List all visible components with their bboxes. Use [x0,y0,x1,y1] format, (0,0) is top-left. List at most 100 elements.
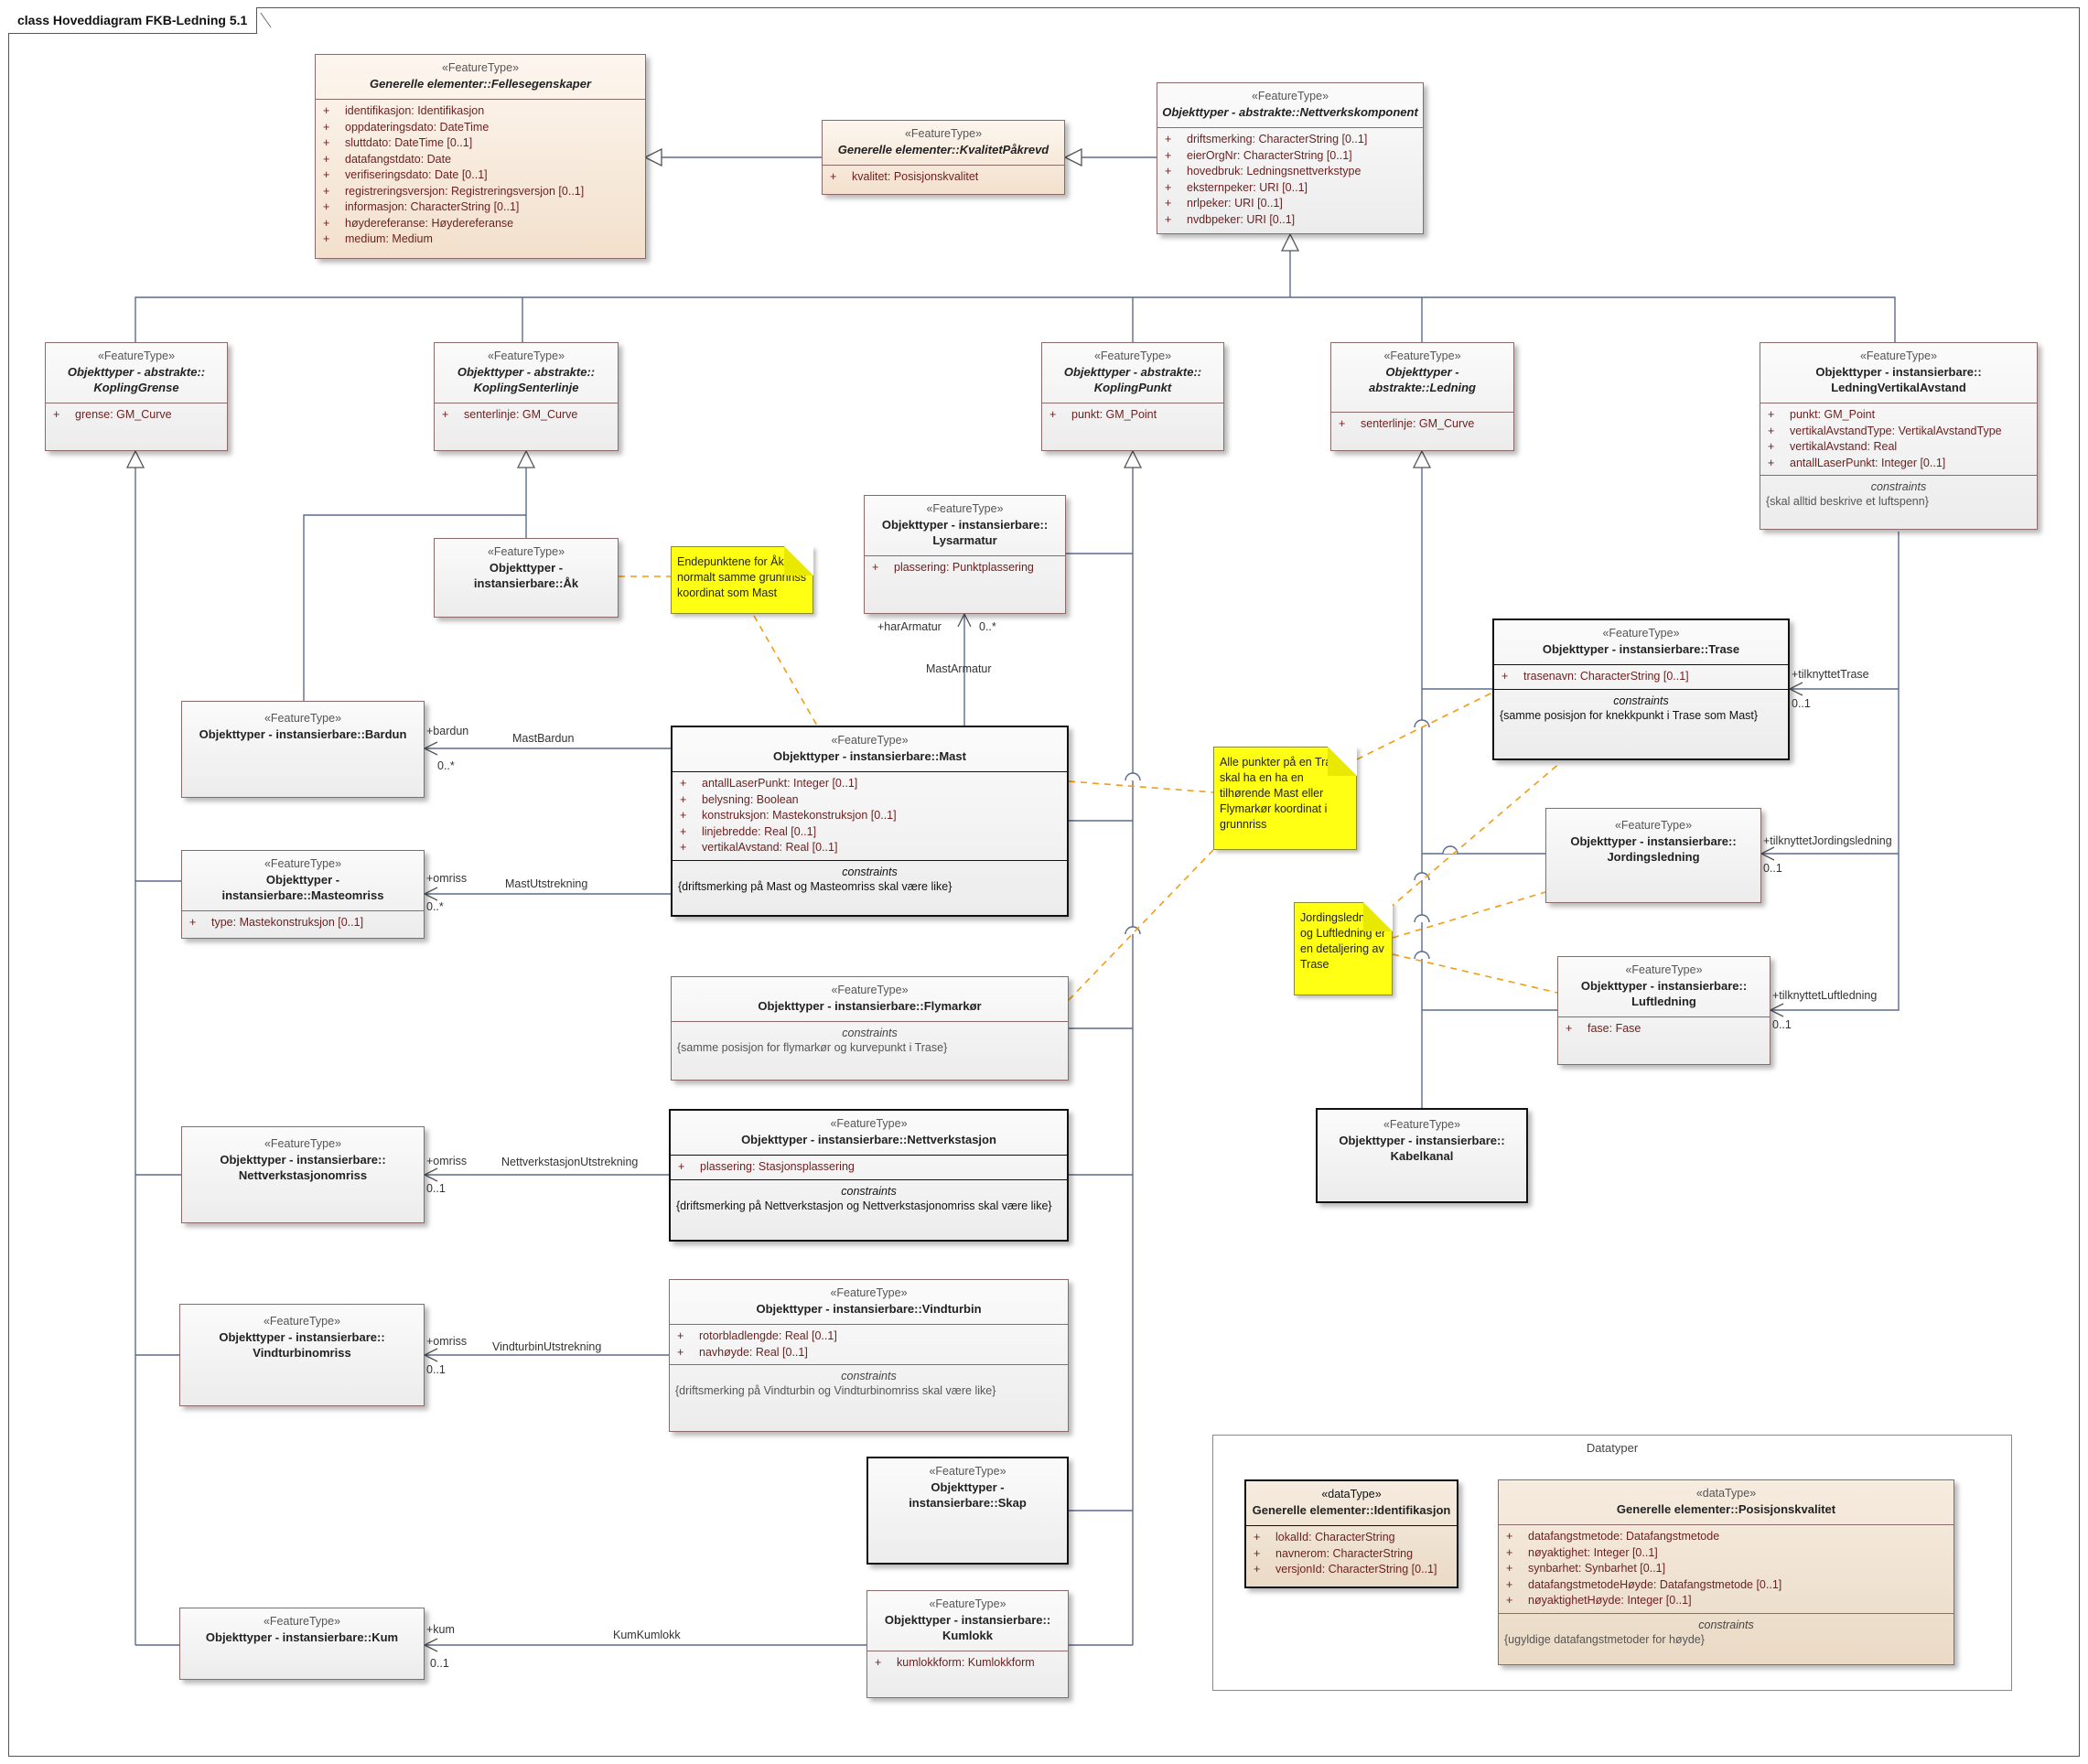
class-name: Objekttyper - abstrakte::Nettverkskompon… [1162,105,1418,119]
constraint: {driftsmerking på Nettverkstasjon og Net… [676,1199,1052,1212]
class-nettverkskomponent[interactable]: «FeatureType»Objekttyper - abstrakte::Ne… [1157,82,1424,234]
note-line: Flymarkør koordinat i [1220,802,1328,815]
note-ak[interactable]: Endepunktene for Åk har normalt samme gr… [671,546,813,614]
class-fellesegenskaper[interactable]: «FeatureType»Generelle elementer::Felles… [315,54,646,259]
class-name: Generelle elementer::Posisjonskvalitet [1616,1502,1836,1516]
class-name: Objekttyper - instansierbare::Flymarkør [758,999,982,1013]
attribute: +versjonId: CharacterString [0..1] [1254,1563,1437,1576]
attribute: +vertikalAvstandType: VertikalAvstandTyp… [1768,424,2002,437]
class-ledning[interactable]: «FeatureType»Objekttyper - abstrakte::Le… [1330,342,1514,451]
mult-harArmatur: 0..* [979,620,996,633]
note-trase[interactable]: Alle punkter på en Trase skal ha en ha e… [1213,747,1357,850]
package-title: Datatyper [1586,1441,1639,1455]
constraints-title: constraints [842,865,898,878]
class-name: Luftledning [1631,995,1696,1008]
attribute: +linjebredde: Real [0..1] [680,824,817,838]
class-luftledning[interactable]: «FeatureType»Objekttyper - instansierbar… [1557,956,1770,1065]
class-skap[interactable]: «FeatureType»Objekttyper - instansierbar… [866,1457,1069,1565]
role-bardun: +bardun [426,725,469,737]
assoc-name-mastarmatur: MastArmatur [926,662,992,675]
class-masteomriss[interactable]: «FeatureType»Objekttyper - instansierbar… [181,850,425,939]
class-vindturbinomriss[interactable]: «FeatureType»Objekttyper - instansierbar… [179,1304,425,1406]
constraints-title: constraints [841,1370,897,1382]
attribute: +type: Mastekonstruksjon [0..1] [189,916,364,929]
class-name: Jordingsledning [1607,850,1700,864]
class-trase[interactable]: «FeatureType»Objekttyper - instansierbar… [1492,618,1790,760]
class-name: KoplingSenterlinje [473,381,579,394]
class-kvalitetpakrevd[interactable]: «FeatureType»Generelle elementer::Kvalit… [822,120,1065,195]
mult-omriss-vindturbin: 0..1 [426,1363,446,1376]
note-jording[interactable]: Jordingsledning og Luftledning er en det… [1294,902,1393,995]
class-name: Generelle elementer::Identifikasjon [1252,1503,1451,1517]
attribute: +navnerom: CharacterString [1254,1546,1414,1560]
class-kumlokk[interactable]: «FeatureType»Objekttyper - instansierbar… [866,1590,1069,1698]
note-line: skal ha en ha en [1220,771,1304,784]
gen-bardun [303,514,526,701]
class-vindturbin[interactable]: «FeatureType»Objekttyper - instansierbar… [669,1279,1069,1432]
attribute: +senterlinje: GM_Curve [442,408,578,421]
mult-tilknyttetLuftledning: 0..1 [1772,1018,1792,1031]
assoc-name-mastutstrekning: MastUtstrekning [505,877,588,890]
class-kum[interactable]: «FeatureType»Objekttyper - instansierbar… [179,1608,425,1680]
diagram-frame [8,7,2080,1757]
attribute: +synbarhet: Synbarhet [0..1] [1506,1562,1666,1575]
class-ak[interactable]: «FeatureType»Objekttyper - instansierbar… [434,538,619,618]
note-line: koordinat som Mast [677,586,778,599]
class-name: Objekttyper - abstrakte:: [67,365,206,379]
class-name: KoplingPunkt [1093,381,1172,394]
mult-omriss-nettverkstasjon: 0..1 [426,1182,446,1195]
stereotype: «FeatureType» [1859,350,1938,362]
attribute: +antallLaserPunkt: Integer [0..1] [1768,456,1946,469]
note-link-flymarkor-trasenote [1068,849,1214,1001]
class-koplingsenterlinje[interactable]: «FeatureType»Objekttyper - abstrakte::Ko… [434,342,619,451]
class-bardun[interactable]: «FeatureType»Objekttyper - instansierbar… [181,701,425,798]
class-mast[interactable]: «FeatureType»Objekttyper - instansierbar… [671,726,1069,917]
class-name: Objekttyper - instansierbare::Skap [909,1480,1027,1510]
class-lysarmatur[interactable]: «FeatureType»Objekttyper - instansierbar… [864,495,1066,614]
mult-tilknyttetJordingsledning: 0..1 [1763,862,1782,875]
attribute: +antallLaserPunkt: Integer [0..1] [680,777,858,790]
constraints-title: constraints [841,1184,897,1198]
class-koplinggrense[interactable]: «FeatureType»Objekttyper - abstrakte::Ko… [45,342,228,451]
jump-4 [1414,872,1430,881]
attribute: +punkt: GM_Point [1049,408,1157,421]
constraint: {ugyldige datafangstmetoder for høyde} [1504,1632,1705,1646]
note-link-mast-trasenote [1068,780,1214,793]
class-posisjonskvalitet[interactable]: «dataType»Generelle elementer::Posisjons… [1498,1479,1954,1665]
class-name: Objekttyper - abstrakte:: [457,365,596,379]
mult-bardun: 0..* [437,759,455,772]
note-line: Alle punkter på en Trase [1220,756,1344,769]
class-name: Objekttyper - abstrakte:: [1063,365,1202,379]
class-flymarkor[interactable]: «FeatureType»Objekttyper - instansierbar… [671,976,1069,1081]
attribute: +nvdbpeker: URI [0..1] [1165,212,1296,226]
constraint: {driftsmerking på Vindturbin og Vindturb… [675,1384,996,1397]
attribute: +hovedbruk: Ledningsnettverkstype [1165,165,1362,177]
attribute: +registreringsversjon: Registreringsvers… [323,184,585,198]
stereotype: «FeatureType» [1093,350,1172,362]
class-name: Objekttyper - instansierbare:: [884,1613,1051,1627]
class-koplingpunkt[interactable]: «FeatureType»Objekttyper - abstrakte::Ko… [1041,342,1224,451]
class-name: Objekttyper - instansierbare::Bardun [199,727,407,741]
class-identifikasjon[interactable]: «dataType»Generelle elementer::Identifik… [1244,1479,1458,1588]
class-name: Generelle elementer::Fellesegenskaper [369,77,592,91]
class-name: KoplingGrense [93,381,179,394]
jump-1 [1125,772,1141,781]
stereotype: «FeatureType» [1614,819,1693,832]
class-nettverkstasjon[interactable]: «FeatureType»Objekttyper - instansierbar… [669,1109,1069,1242]
attribute: +datafangstmetode: Datafangstmetode [1506,1530,1720,1543]
stereotype: «FeatureType» [1383,350,1461,362]
note-link-trasenote-trase [1356,692,1493,760]
constraint: {driftsmerking på Mast og Masteomriss sk… [678,879,953,893]
role-omriss-vindturbin: +omriss [426,1335,468,1348]
class-nettverkstasjonomriss[interactable]: «FeatureType»Objekttyper - instansierbar… [181,1126,425,1223]
stereotype: «FeatureType» [831,734,909,747]
attribute: +navhøyde: Real [0..1] [677,1345,808,1359]
constraints-title: constraints [842,1027,898,1039]
class-name: Generelle elementer::KvalitetPåkrevd [837,143,1049,156]
note-line: normalt samme grunnriss [677,571,807,584]
class-jordingsledning[interactable]: «FeatureType»Objekttyper - instansierbar… [1545,808,1761,903]
class-kabelkanal[interactable]: «FeatureType»Objekttyper - instansierbar… [1316,1108,1528,1203]
class-ledningvertikalavstand[interactable]: «FeatureType»Objekttyper - instansierbar… [1760,342,2038,530]
